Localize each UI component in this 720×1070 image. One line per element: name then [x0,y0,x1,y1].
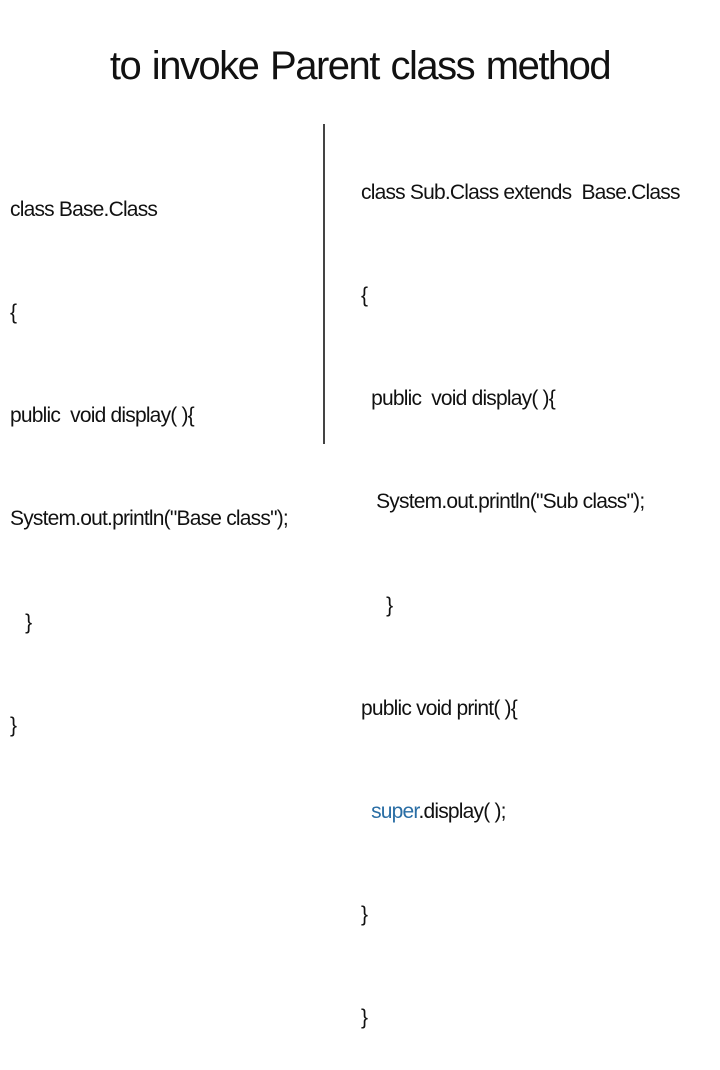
code-line: System.out.println("Sub class"); [361,490,645,514]
code-line: } [10,713,17,737]
super-keyword: super [371,800,419,824]
code-line: System.out.println("Base class"); [10,507,289,531]
sub-class-code-block: class Sub.Class extends Base.Class { pub… [361,107,680,1070]
slide-title: to invoke Parent class method [109,44,612,88]
base-class-code-block: class Base.Class { public void display( … [10,124,289,778]
super-call-indent [361,800,371,823]
code-line: public void display( ){ [361,387,556,411]
code-line: { [10,301,17,325]
super-call-rest: .display( ); [418,800,506,824]
column-divider [323,124,325,444]
code-line: { [361,284,368,308]
code-line: public void display( ){ [10,404,195,428]
super-call-line: super.display( ); [361,795,680,829]
code-line: } [361,903,368,927]
code-line: } [361,1006,368,1030]
code-line: } [361,593,393,617]
code-line: class Base.Class [10,197,158,221]
code-line: } [10,610,32,634]
code-line: public void print( ){ [361,696,518,720]
code-line: class Sub.Class extends Base.Class [361,180,680,204]
